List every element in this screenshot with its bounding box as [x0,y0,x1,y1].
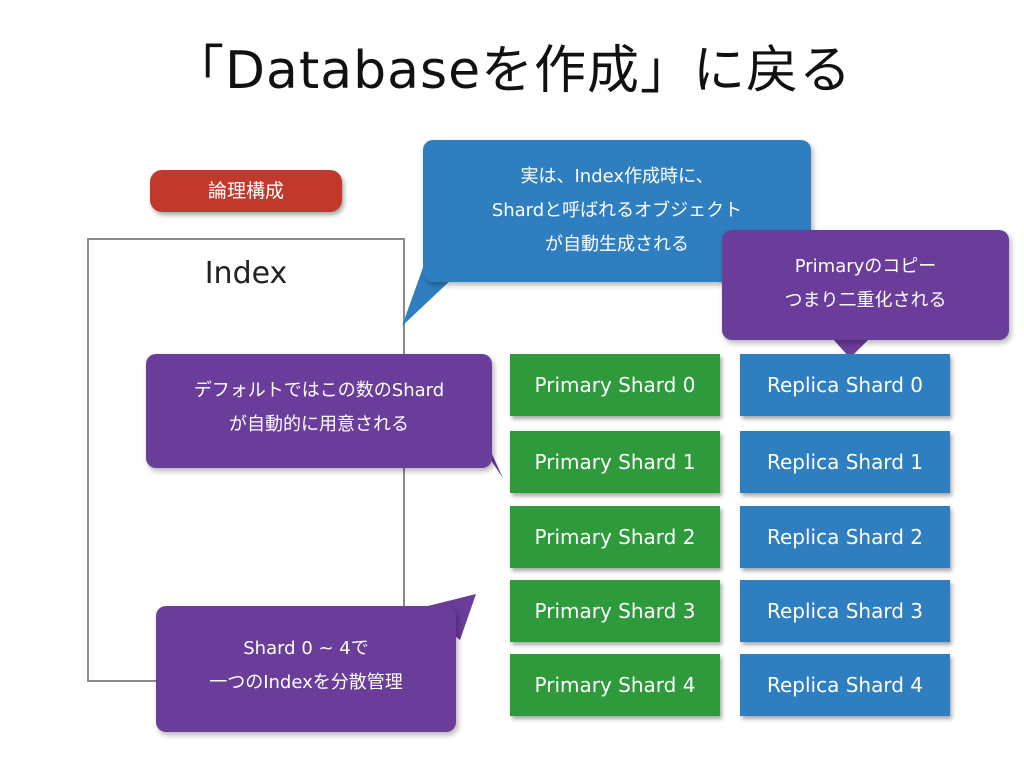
replica-note-callout: Primaryのコピー つまり二重化される [722,230,1009,340]
manage-note-line-1: Shard 0 ~ 4で [243,638,369,659]
replica-note-line-2: つまり二重化される [784,290,947,311]
auto-created-line-1: 実は、Index作成時に、 [520,166,714,187]
replica-shard-0: Replica Shard 0 [740,354,950,416]
primary-shard-4: Primary Shard 4 [510,654,720,716]
primary-shard-1: Primary Shard 1 [510,431,720,493]
manage-note-callout: Shard 0 ~ 4で 一つのIndexを分散管理 [156,606,456,732]
manage-note-line-2: 一つのIndexを分散管理 [209,672,403,693]
replica-shard-1: Replica Shard 1 [740,431,950,493]
logical-structure-badge: 論理構成 [150,170,342,212]
default-shards-line-1: デフォルトではこの数のShard [193,380,445,401]
index-label: Index [204,256,288,291]
primary-shard-3: Primary Shard 3 [510,580,720,642]
primary-shard-0: Primary Shard 0 [510,354,720,416]
slide-title: 「Databaseを作成」に戻る [171,41,853,101]
replica-shard-2: Replica Shard 2 [740,506,950,568]
auto-created-line-2: Shardと呼ばれるオブジェクト [491,200,743,221]
auto-created-callout: 実は、Index作成時に、 Shardと呼ばれるオブジェクト が自動生成される [423,140,811,282]
replica-shard-4: Replica Shard 4 [740,654,950,716]
replica-note-callout-tail [832,338,870,358]
default-shards-line-2: が自動的に用意される [229,414,409,435]
replica-shard-3: Replica Shard 3 [740,580,950,642]
auto-created-line-3: が自動生成される [545,234,689,255]
default-shards-callout: デフォルトではこの数のShard が自動的に用意される [146,354,492,468]
primary-shard-2: Primary Shard 2 [510,506,720,568]
replica-note-line-1: Primaryのコピー [794,256,937,277]
